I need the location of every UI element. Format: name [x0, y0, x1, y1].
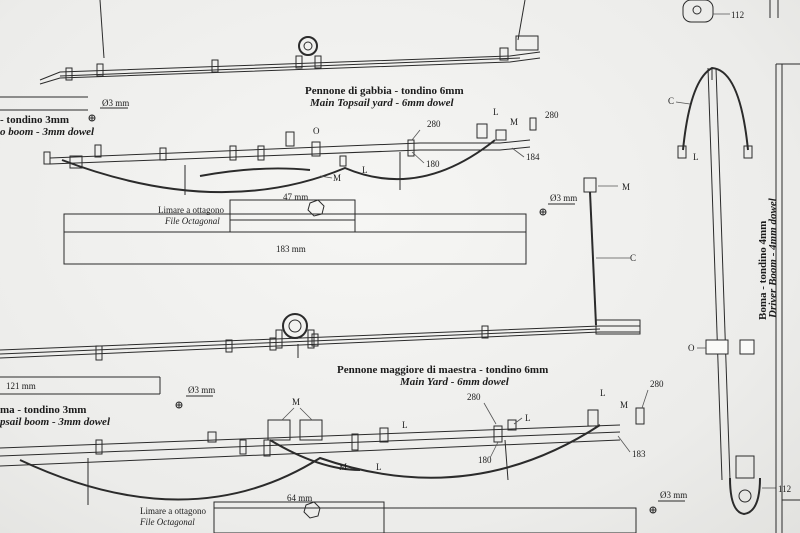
- part-L-d: L: [600, 388, 606, 398]
- octagonal-block-upper: [63, 199, 527, 265]
- main-yard-title-en: Main Yard - 6mm dowel: [399, 376, 510, 388]
- part-L-g: L: [693, 152, 699, 162]
- file-octagonal-it-1: Limare a ottagono: [158, 205, 224, 215]
- driver-boom-title-it: Boma - tondino 4mm: [757, 221, 769, 320]
- part-280-c: 280: [467, 392, 481, 402]
- part-M-e: M: [292, 397, 300, 407]
- part-M-d: M: [620, 400, 628, 410]
- part-M-c: M: [622, 182, 630, 192]
- topsail-yard-upper-drawing: [39, 0, 541, 85]
- driver-boom-drawing: [677, 0, 800, 533]
- dim-phi-2: Ø3 mm: [550, 193, 577, 203]
- part-M-f: M: [339, 462, 347, 472]
- topsail-boom-title-en: psail boom - 3mm dowel: [0, 416, 111, 428]
- dim-183mm: 183 mm: [276, 244, 306, 254]
- dim-64mm: 64 mm: [287, 493, 312, 503]
- part-O-b: O: [688, 343, 695, 353]
- topsail-yard-middle-drawing: [43, 117, 537, 195]
- driver-boom-title-en: Driver Boom - 4mm dowel: [767, 197, 779, 319]
- upper-boom-title-it: - tondino 3mm: [0, 114, 69, 126]
- dim-121mm: 121 mm: [6, 381, 36, 391]
- part-L-b: L: [362, 165, 368, 175]
- part-180-b: 180: [478, 455, 492, 465]
- topsail-yard-title-it: Pennone di gabbia - tondino 6mm: [305, 85, 464, 97]
- upper-boom-title-en: o boom - 3mm dowel: [0, 126, 95, 138]
- dim-phi-1: Ø3 mm: [102, 98, 129, 108]
- part-O-a: O: [313, 126, 320, 136]
- part-180-a: 180: [426, 159, 440, 169]
- file-octagonal-it-2: Limare a ottagono: [140, 506, 206, 516]
- part-C-a: C: [630, 253, 636, 263]
- part-280-b: 280: [545, 110, 559, 120]
- part-184: 184: [526, 152, 540, 162]
- part-L-e: L: [402, 420, 408, 430]
- main-yard-lower-drawing: [0, 407, 645, 505]
- part-L-f: L: [376, 462, 382, 472]
- part-L-a: L: [493, 107, 499, 117]
- file-octagonal-en-1: File Octagonal: [164, 216, 220, 226]
- part-112-a: 112: [731, 10, 744, 20]
- topsail-boom-title-it: ma - tondino 3mm: [0, 404, 86, 416]
- topsail-yard-title-en: Main Topsail yard - 6mm dowel: [309, 97, 454, 109]
- part-280-d: 280: [650, 379, 664, 389]
- file-octagonal-en-2: File Octagonal: [139, 517, 195, 527]
- part-280-a: 280: [427, 119, 441, 129]
- octagonal-block-lower: [213, 501, 637, 533]
- part-M-a: M: [510, 117, 518, 127]
- dim-47mm: 47 mm: [283, 192, 308, 202]
- dim-phi-4: Ø3 mm: [660, 490, 687, 500]
- part-L-c: L: [525, 413, 531, 423]
- main-yard-title-it: Pennone maggiore di maestra - tondino 6m…: [337, 364, 548, 376]
- part-C-b: C: [668, 96, 674, 106]
- part-183: 183: [632, 449, 646, 459]
- dim-phi-3: Ø3 mm: [188, 385, 215, 395]
- main-yard-upper-drawing: [0, 313, 641, 361]
- rod-C: [583, 177, 630, 326]
- part-112-b: 112: [778, 484, 791, 494]
- part-M-b: M: [333, 173, 341, 183]
